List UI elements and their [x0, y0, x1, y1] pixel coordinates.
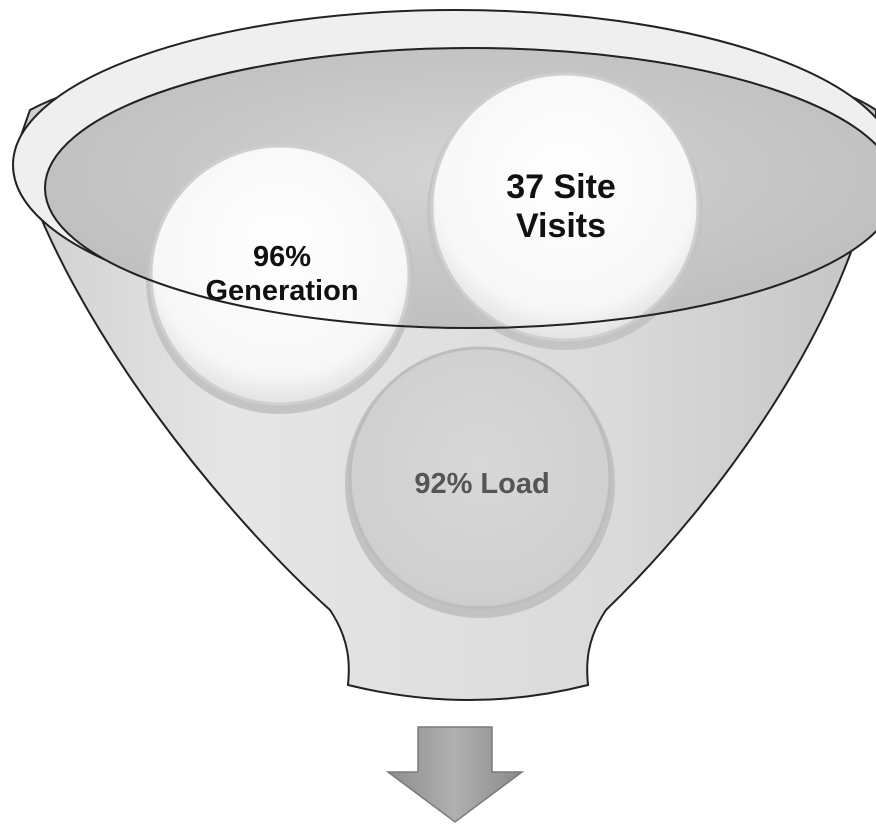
label-line: 37 Site	[506, 168, 616, 206]
label-line: 92% Load	[414, 468, 549, 500]
label-line: 96%	[253, 241, 311, 273]
generation-label: 96%Generation	[205, 241, 358, 307]
funnel-rim-outline	[44, 47, 876, 329]
circle-generation: 96%Generation	[146, 144, 414, 414]
circle-load: 92% Load	[345, 346, 615, 618]
label-line: Generation	[205, 275, 358, 307]
load-label: 92% Load	[414, 468, 549, 500]
label-line: Visits	[516, 207, 606, 245]
down-arrow-icon	[385, 726, 525, 823]
